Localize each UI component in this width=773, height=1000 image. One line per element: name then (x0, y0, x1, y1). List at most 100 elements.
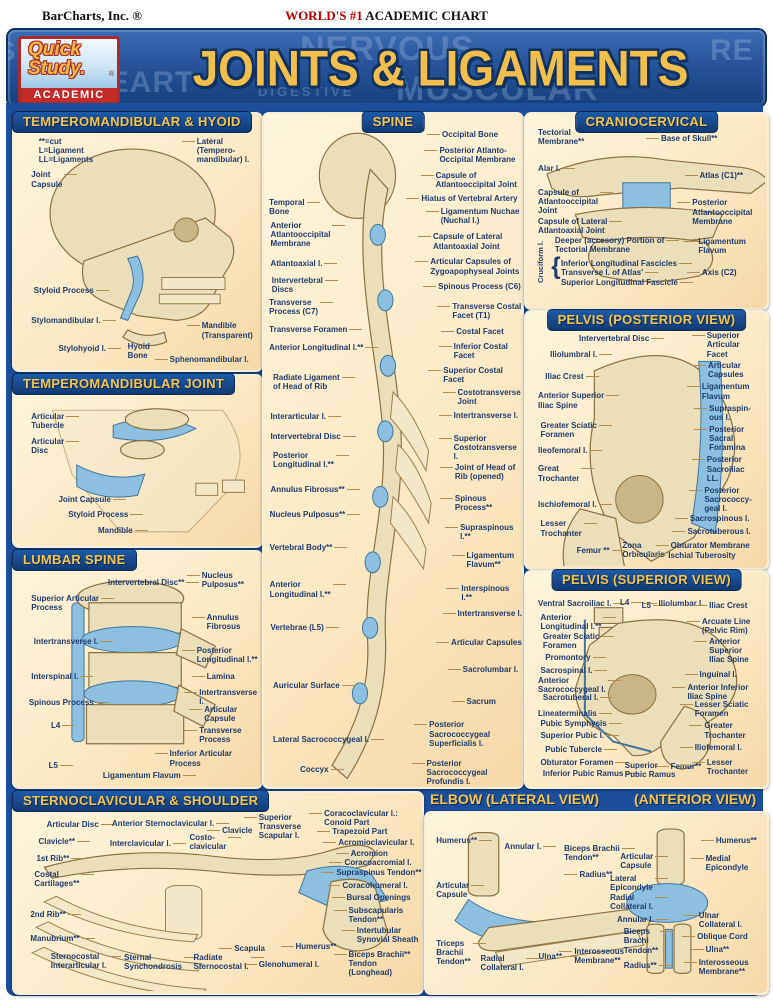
anatomy-label: Iliolumbral l. (550, 350, 613, 360)
anatomy-label: Intertransverse l. (438, 411, 519, 421)
anatomy-label: Spinous Process** (439, 494, 522, 512)
anatomy-label: Anterior Superior Iliac Spine (694, 636, 749, 664)
anatomy-label: Clavicle (206, 826, 253, 835)
anatomy-label: Hyoid Bone (127, 341, 150, 361)
anatomy-label: Joint Capsule (31, 170, 78, 189)
anatomy-label: Anterior Sacrococcygeal l. (538, 676, 621, 695)
anatomy-label: Superior Articular Facet (691, 331, 740, 359)
pelvis-superior-illustration (528, 588, 765, 785)
anatomy-label: Iliac Crest (545, 372, 599, 382)
panel-title: TEMPEROMANDIBULAR & HYOID (12, 111, 252, 133)
anatomy-label: Mandible (Transparent) (186, 321, 253, 340)
anatomy-label: Capsule of Lateral Atlantoaxial Joint (417, 232, 503, 251)
tagline-red: WORLD'S #1 (285, 8, 363, 23)
anatomy-label: Radial Collateral l. (610, 893, 669, 912)
anatomy-label: Atlas (C1)** (684, 171, 744, 181)
anatomy-label: Superior Longitudinal Fascicle (560, 277, 693, 287)
anatomy-label: Ventral Sacroiliac l. (538, 598, 627, 608)
anatomy-label: Interarticular l. (270, 412, 341, 422)
label-layer: Ventral Sacroiliac l. Anterior Longitudin… (526, 572, 767, 787)
anatomy-label: Auricular Surface (273, 680, 355, 690)
anatomy-label: Posterior Sacral Foramina (694, 424, 746, 452)
anatomy-label: Posterior Atlantooccipital Membrane (677, 198, 753, 226)
anatomy-label: Joint of Head of Rib (opened) (439, 462, 516, 481)
anatomy-label: Promontory (545, 652, 607, 662)
anatomy-label: Sacrospinous l. (674, 514, 750, 524)
anatomy-label: Superior Costal Facet (428, 366, 522, 384)
anatomy-label: L4 (51, 721, 77, 731)
anatomy-label: Inguinal l. (684, 669, 737, 679)
spine-lateral-illustration (266, 130, 520, 785)
anatomy-label: Coracoacromial l. (329, 858, 412, 867)
anatomy-label: Transverse Costal Facet (T1) (437, 301, 522, 320)
anatomy-label: Intertransverse l. (33, 636, 114, 646)
anatomy-label: Annulus Fibrosus** (270, 484, 360, 494)
anatomy-label: Radiate Sternocostal l. (193, 953, 264, 972)
anatomy-label: Obturator Membrane (655, 541, 750, 551)
anatomy-label: Articular Capsule (620, 851, 669, 870)
anatomy-label: Articular Capsules of Zygoapophyseal Joi… (415, 257, 520, 276)
anatomy-label: Humerus** (280, 942, 337, 951)
anatomy-label: Articular Capsules (436, 637, 522, 647)
anatomy-label: 2nd Rib** (30, 910, 81, 919)
anatomy-label: Capsule of Lateral Atlantoaxial Joint (538, 216, 623, 235)
anatomy-label: Arcuate Line (Pelvic Rim) (686, 617, 751, 636)
anatomy-label: Interspinal l. (31, 671, 94, 681)
ghost-word: RE (710, 34, 754, 67)
anatomy-label: Greater Sciatic Foramen (540, 420, 613, 439)
anatomy-label: Hiatus of Vertebral Artery (406, 194, 518, 204)
anatomy-label: Articular Disc (46, 820, 114, 829)
anatomy-label: Inferior Pubic Ramus (542, 768, 639, 778)
anatomy-label: Base of Skull** (645, 134, 718, 144)
anatomy-label: Transverse Foramen (269, 325, 363, 335)
anatomy-label: Posterior Longitudinal l.** (273, 450, 349, 469)
panel-title: TEMPEROMANDIBULAR JOINT (12, 373, 236, 395)
top-strip: BarCharts, Inc. ® WORLD'S #1 ACADEMIC CH… (0, 0, 773, 29)
elbow-views-illustration (428, 815, 765, 991)
anatomy-label: Iliac Crest (694, 601, 748, 611)
panel-craniocervical: CRANIOCERVICAL Tectorial Membrane**Alar … (524, 111, 769, 310)
anatomy-label: Coracoclavicular l.: Conoid Part (309, 809, 398, 828)
anatomy-label: Lateral (Tempero- mandibular) l. (181, 137, 250, 165)
skull-illustration (16, 130, 259, 368)
anatomy-label: Anterior Superior Iliac Spine (538, 391, 620, 410)
anatomy-label: Interclavicular l. (109, 839, 186, 848)
anatomy-label: Inferior Longitudinal Fascicles (560, 258, 693, 268)
anatomy-label: Posterior Longitudinal l.** (181, 646, 258, 665)
anatomy-label: **=cut L=Ligament LL=Ligaments (38, 137, 94, 165)
anatomy-label: Triceps Brachii Tendon** (436, 939, 486, 967)
anatomy-label: Posterior Atlanto- Occipital Membrane (424, 146, 516, 165)
anatomy-label: Nucleus Pulposus** (269, 510, 360, 520)
quickstudy-logo: Quick Study. ® ACADEMIC (18, 36, 120, 105)
anatomy-label: Costal Cartilages** (34, 870, 95, 889)
anatomy-label: Ligamentum Flavum (102, 770, 196, 780)
panel-title: SPINE (361, 111, 425, 133)
registered-mark: ® (108, 71, 114, 78)
panel-pelvis-posterior: PELVIS (POSTERIOR VIEW) Intervertebral D… (524, 309, 769, 570)
anatomy-label: Interosseous Membrane** (559, 947, 625, 966)
anatomy-label: Bursal Openings (331, 893, 411, 902)
title-banner: SES HEART DIGESTIVE NERVOUS MUSCULAR RE … (6, 28, 767, 108)
anatomy-label: Posterior Sacrococcy- geal l. (689, 486, 752, 514)
anatomy-label: Coracohumeral l. (327, 881, 408, 890)
panel-temperomandibular-joint: TEMPEROMANDIBULAR JOINT Articular Tuberc… (12, 373, 263, 548)
anatomy-label: Supraspin- ous l. (694, 404, 751, 423)
anatomy-label: Superior Articular Process (31, 594, 114, 613)
anatomy-label: Posterior Sacroiliac LL. (691, 455, 745, 483)
anatomy-label: Iliofemoral l. (679, 742, 742, 752)
anatomy-label: Intervertebral Disc** (107, 577, 200, 587)
anatomy-label: Intertransverse l. (442, 608, 522, 618)
anatomy-label: Deeper (accesory) Portion of Tectorial M… (554, 236, 680, 255)
anatomy-label: Ligamentum Flavum (687, 382, 750, 401)
anatomy-label: Acromion (335, 849, 388, 858)
anatomy-label: Anterior Longitudinal l.** (540, 612, 617, 632)
anatomy-label: Oblique Cord (682, 931, 748, 941)
anatomy-label: Pubic Tubercle (545, 745, 617, 755)
panel-title: PELVIS (POSTERIOR VIEW) (546, 309, 747, 331)
anatomy-label: Subscapularis Tendon** (333, 906, 404, 925)
publisher-text: BarCharts, Inc. ® (42, 8, 142, 23)
panel-pelvis-superior: PELVIS (SUPERIOR VIEW) Ventral Sacroilia… (524, 569, 769, 789)
anatomy-label: Sacrotuberous l. (672, 527, 751, 537)
anatomy-label: Lateral Sacrococcygeal l. (273, 734, 385, 744)
